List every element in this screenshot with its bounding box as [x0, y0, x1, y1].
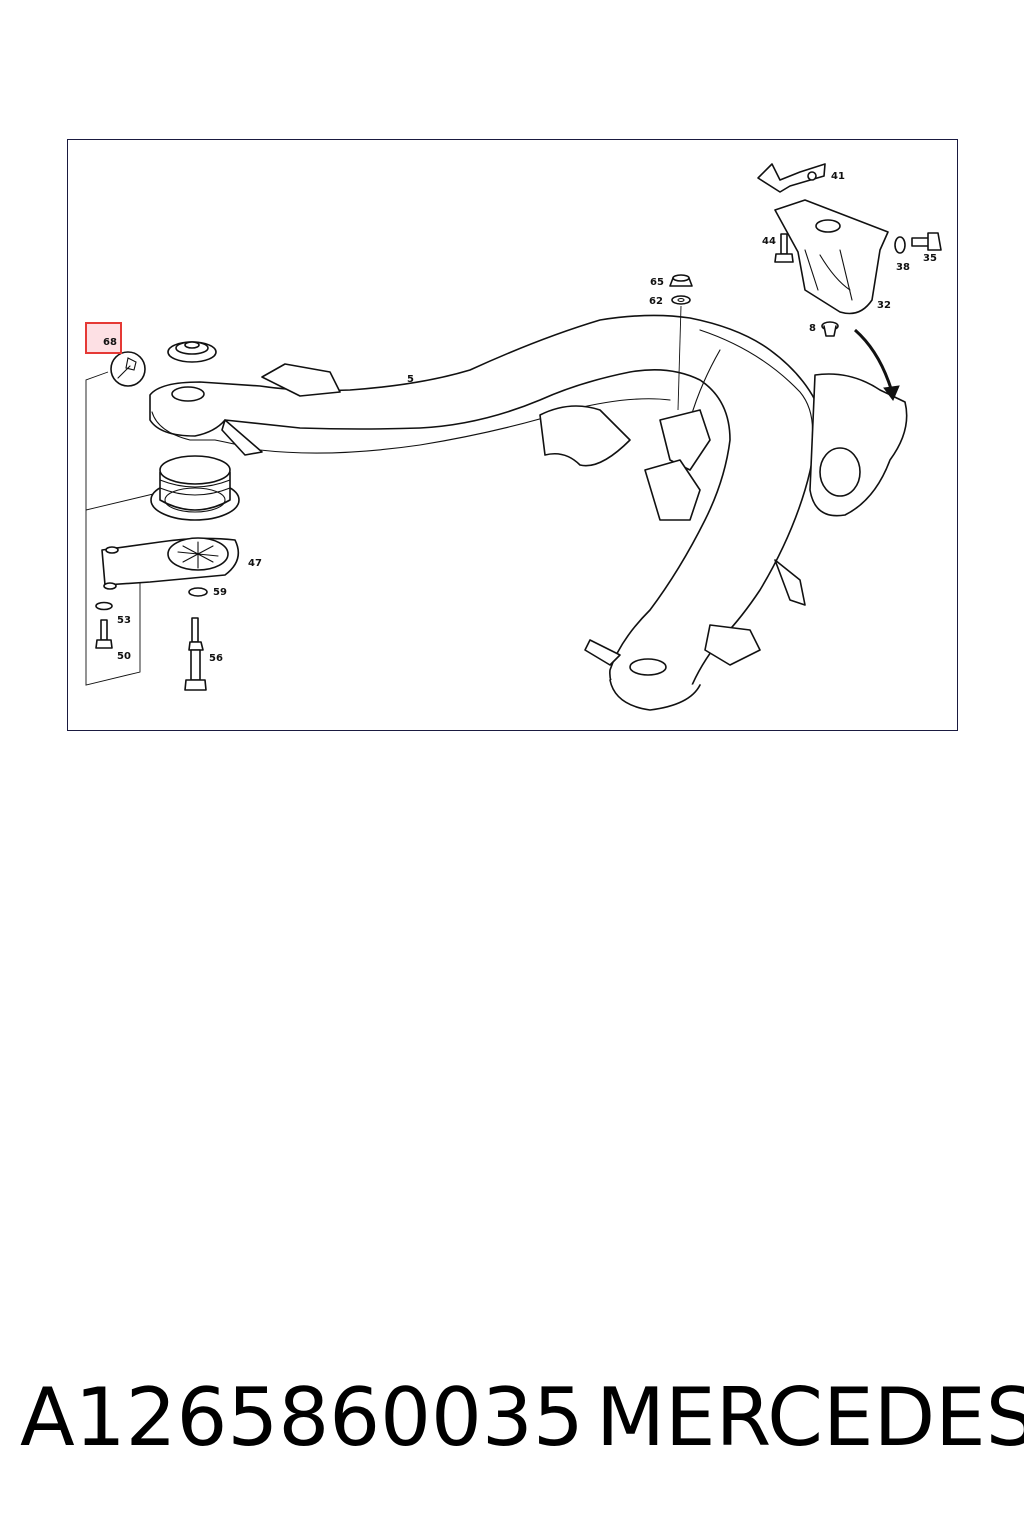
callout-35[interactable]: 35: [923, 253, 937, 264]
arrow-icon: [854, 328, 900, 401]
washer-38: [894, 236, 906, 254]
callout-59[interactable]: 59: [213, 587, 227, 598]
rubber-mount: [150, 455, 240, 521]
bolt-50: [95, 619, 113, 649]
callout-62[interactable]: 62: [649, 296, 663, 307]
callout-50[interactable]: 50: [117, 651, 131, 662]
subframe-part-5: [149, 314, 908, 711]
clip-41: [757, 163, 826, 193]
mount-bracket-32: [774, 199, 889, 315]
callout-47[interactable]: 47: [248, 558, 262, 569]
callout-8[interactable]: 8: [809, 323, 816, 334]
callout-56[interactable]: 56: [209, 653, 223, 664]
nut-65: [669, 274, 693, 287]
bolt-44: [774, 233, 794, 263]
callout-53[interactable]: 53: [117, 615, 131, 626]
plug-8: [821, 321, 839, 337]
wrench-icon: [110, 351, 146, 387]
washer-53: [95, 601, 113, 611]
exploded-parts-diagram: 68 5 65 62 41 44 38 35 32 8 47 59 53 50 …: [85, 163, 942, 711]
footer: A1265860035 MERCEDES: [0, 1368, 1024, 1478]
bushing-washer: [167, 341, 217, 363]
leader-bracket-left: [85, 371, 141, 686]
bracket-plate-47: [101, 537, 240, 590]
part-number: A1265860035: [20, 1371, 584, 1464]
washer-62: [671, 295, 691, 305]
leader-62: [677, 305, 682, 411]
callout-41[interactable]: 41: [831, 171, 845, 182]
callout-65[interactable]: 65: [650, 277, 664, 288]
callout-38[interactable]: 38: [896, 262, 910, 273]
bolt-35: [911, 232, 942, 251]
brand-name: MERCEDES: [596, 1371, 1024, 1464]
bolt-56: [184, 617, 207, 691]
highlight-box-68[interactable]: [85, 322, 122, 354]
callout-5[interactable]: 5: [407, 374, 414, 385]
callout-32[interactable]: 32: [877, 300, 891, 311]
washer-59: [188, 587, 208, 597]
callout-68[interactable]: 68: [103, 337, 117, 348]
callout-44[interactable]: 44: [762, 236, 776, 247]
